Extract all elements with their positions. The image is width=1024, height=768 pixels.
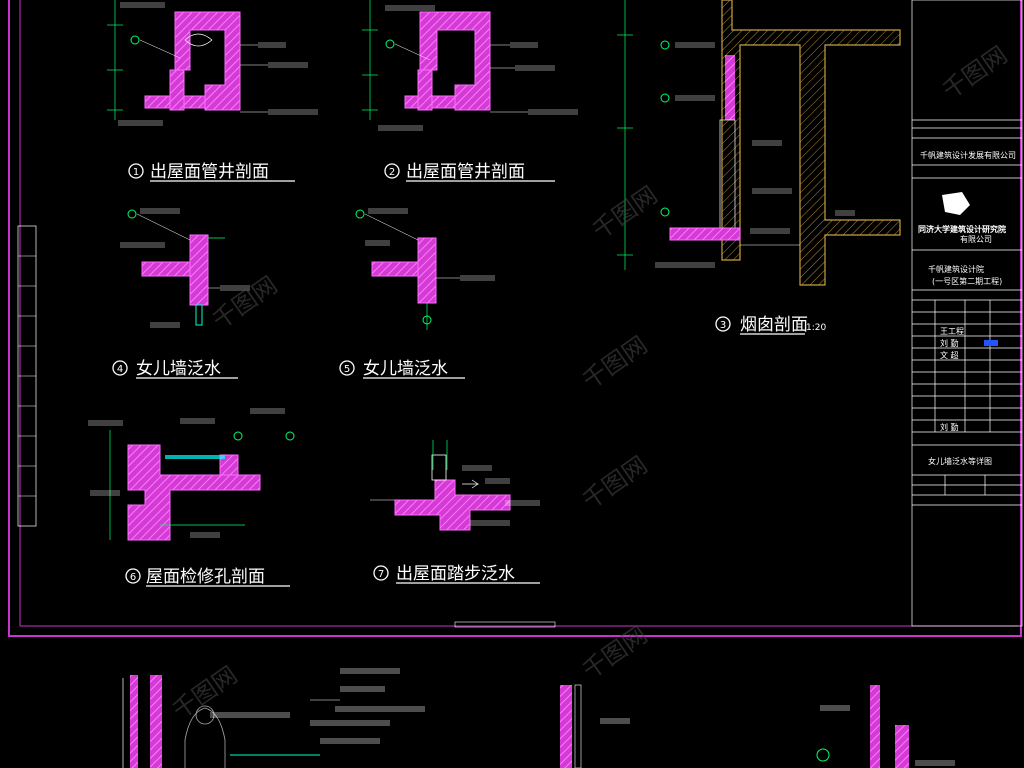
detail-7-drawing	[370, 440, 540, 531]
watermark-5: 千图网	[577, 621, 652, 685]
watermark-7: 千图网	[937, 41, 1012, 105]
watermark-2: 千图网	[577, 331, 652, 395]
detail-5-title: 女儿墙泛水	[363, 359, 448, 379]
title-block-company: 千帆建筑设计发展有限公司	[920, 150, 1016, 160]
title-block-institute-line1: 同济大学建筑设计研究院	[918, 224, 1006, 234]
detail-1-number-circle	[128, 163, 144, 179]
detail-6-number: 6	[130, 572, 136, 583]
title-block-staff-2: 刘 勤	[940, 338, 959, 348]
title-block-staff-1: 王工程	[940, 327, 964, 336]
detail-3-scale: 1:20	[806, 323, 826, 333]
title-block-staff-3: 文 超	[940, 350, 959, 360]
title-block-project-line2: (一号区第二期工程)	[932, 276, 1002, 286]
detail-3-title: 烟囱剖面	[740, 315, 808, 335]
detail-3-number: 3	[720, 320, 726, 331]
detail-2-title: 出屋面管井剖面	[406, 162, 525, 182]
detail-2-drawing	[362, 0, 578, 131]
watermark-3: 千图网	[577, 451, 652, 515]
detail-5-number: 5	[344, 364, 350, 375]
detail-1-number: 1	[133, 167, 139, 178]
detail-7-number-circle	[373, 565, 389, 581]
sheet-frame	[8, 0, 1022, 637]
detail-3-drawing	[617, 0, 901, 286]
detail-4-number: 4	[117, 364, 123, 375]
title-block-institute-line2: 有限公司	[960, 234, 992, 244]
detail-6-title: 屋面检修孔剖面	[146, 567, 265, 587]
detail-5-number-circle	[339, 360, 355, 376]
detail-4-title: 女儿墙泛水	[136, 359, 221, 379]
detail-2-number-circle	[384, 163, 400, 179]
detail-7-title: 出屋面踏步泛水	[396, 564, 515, 584]
title-block-drawing-name: 女儿墙泛水等详图	[928, 456, 992, 466]
detail-2-number: 2	[389, 167, 395, 178]
detail-1-drawing	[107, 0, 318, 126]
detail-1-title: 出屋面管井剖面	[150, 162, 269, 182]
lower-sheet-drawing	[122, 668, 955, 768]
title-block-staff-4: 刘 勤	[940, 422, 959, 432]
detail-3-number-circle	[715, 316, 731, 332]
institute-logo	[942, 192, 970, 215]
detail-5-drawing	[355, 208, 495, 330]
signature-stamp	[984, 340, 998, 346]
detail-4-number-circle	[112, 360, 128, 376]
watermark-4: 千图网	[207, 271, 282, 335]
detail-4-drawing	[120, 208, 250, 328]
detail-7-number: 7	[378, 569, 384, 580]
title-block	[911, 0, 1023, 627]
title-block-project-line1: 千帆建筑设计院	[928, 264, 984, 274]
detail-6-number-circle	[125, 568, 141, 584]
detail-6-drawing	[88, 408, 295, 541]
